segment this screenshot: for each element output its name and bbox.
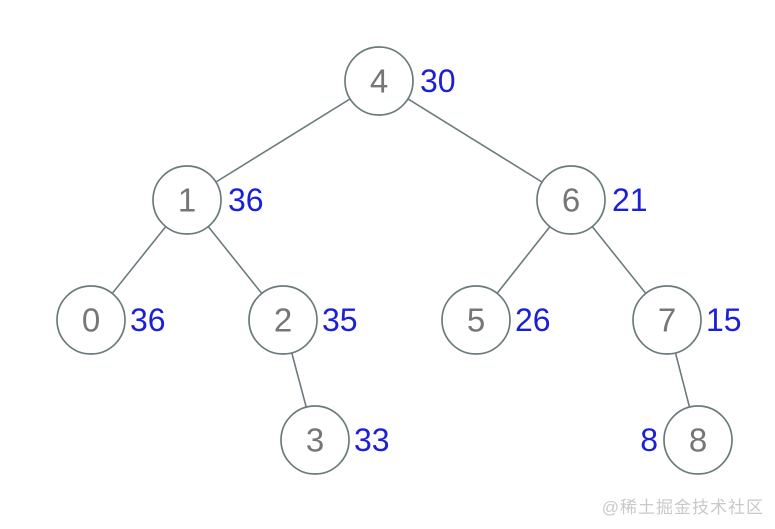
tree-node-2-label: 2 [274,302,292,339]
tree-node-6: 6 21 [536,165,648,235]
tree-node-1-circle [152,165,222,235]
tree-node-5-label: 5 [467,302,485,339]
tree-node-5-value: 26 [515,302,551,338]
tree-node-8-value: 8 [640,422,658,458]
tree-node-0: 0 36 [56,285,166,355]
tree-node-3-value: 33 [354,422,390,458]
tree-node-3-circle [280,405,350,475]
tree-node-3-label: 3 [306,422,324,459]
tree-node-8-circle [663,405,733,475]
tree-node-1-label: 1 [178,182,196,219]
tree-node-2: 2 35 [248,285,358,355]
tree-node-4-circle [344,46,414,116]
tree-node-5-circle [441,285,511,355]
tree-node-4-value: 30 [420,63,456,99]
tree-node-5: 5 26 [441,285,551,355]
tree-node-2-circle [248,285,318,355]
tree-node-6-value: 21 [612,182,648,218]
tree-node-4: 4 30 [344,46,456,116]
tree-node-0-value: 36 [130,302,166,338]
tree-node-3: 3 33 [280,405,390,475]
tree-node-4-label: 4 [370,63,388,100]
tree-node-7-value: 15 [706,302,742,338]
tree-node-1-value: 36 [228,182,264,218]
watermark: @稀土掘金技术社区 [602,498,764,517]
tree-node-7-circle [632,285,702,355]
tree-node-1: 1 36 [152,165,264,235]
tree-node-6-circle [536,165,606,235]
tree-node-0-label: 0 [82,302,100,339]
tree-node-7-label: 7 [658,302,676,339]
tree-node-8: 8 8 [640,405,733,475]
tree-node-7: 7 15 [632,285,742,355]
edge-4-6 [378,80,572,201]
tree-node-0-circle [56,285,126,355]
edge-4-1 [186,80,380,201]
tree-node-6-label: 6 [562,182,580,219]
tree-node-2-value: 35 [322,302,358,338]
tree-edges [90,80,699,441]
tree-node-8-label: 8 [689,422,707,459]
